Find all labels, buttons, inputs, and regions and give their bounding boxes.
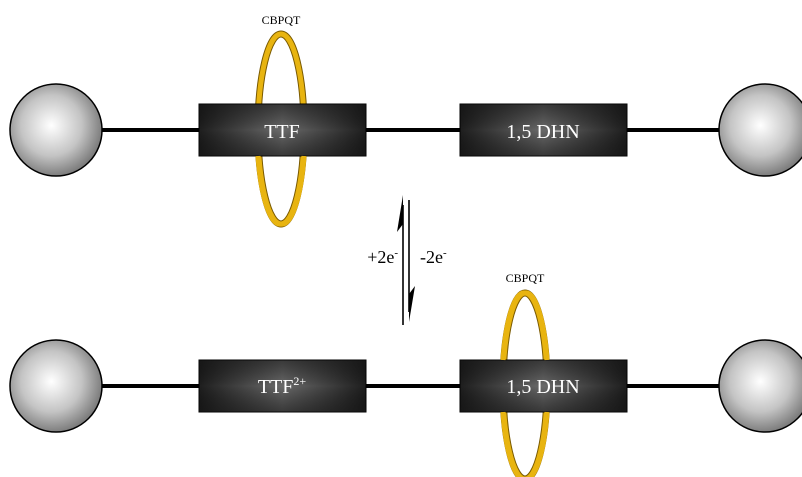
bottom-station-ttf: TTF2+	[198, 359, 367, 413]
top-ring-label: CBPQT	[262, 13, 301, 27]
oxidation-label: -2e-	[420, 247, 447, 267]
bottom-rotaxane: TTF2+ 1,5 DHN CBPQT	[9, 271, 802, 477]
down-arrowhead	[409, 286, 415, 322]
reduction-label: +2e-	[367, 247, 398, 267]
top-rotaxane: TTF 1,5 DHN CBPQT	[9, 13, 802, 228]
top-station-dhn-label: 1,5 DHN	[506, 121, 579, 143]
top-left-stopper	[9, 83, 103, 177]
equilibrium-arrows: +2e- -2e-	[367, 195, 447, 325]
bottom-ring-top-front	[500, 290, 550, 361]
top-station-dhn: 1,5 DHN	[459, 103, 628, 157]
bottom-ring-front	[500, 411, 550, 477]
bottom-ring-label: CBPQT	[506, 271, 545, 285]
up-arrowhead	[397, 195, 403, 232]
bottom-right-stopper	[718, 339, 802, 433]
bottom-station-ttf-label: TTF2+	[258, 374, 307, 398]
top-station-ttf: TTF	[198, 103, 367, 157]
bottom-left-stopper	[9, 339, 103, 433]
bottom-station-dhn-label: 1,5 DHN	[506, 376, 579, 398]
bottom-station-dhn: 1,5 DHN	[459, 359, 628, 413]
top-right-stopper	[718, 83, 802, 177]
top-station-ttf-label: TTF	[264, 121, 300, 143]
top-ring-front	[255, 155, 307, 227]
